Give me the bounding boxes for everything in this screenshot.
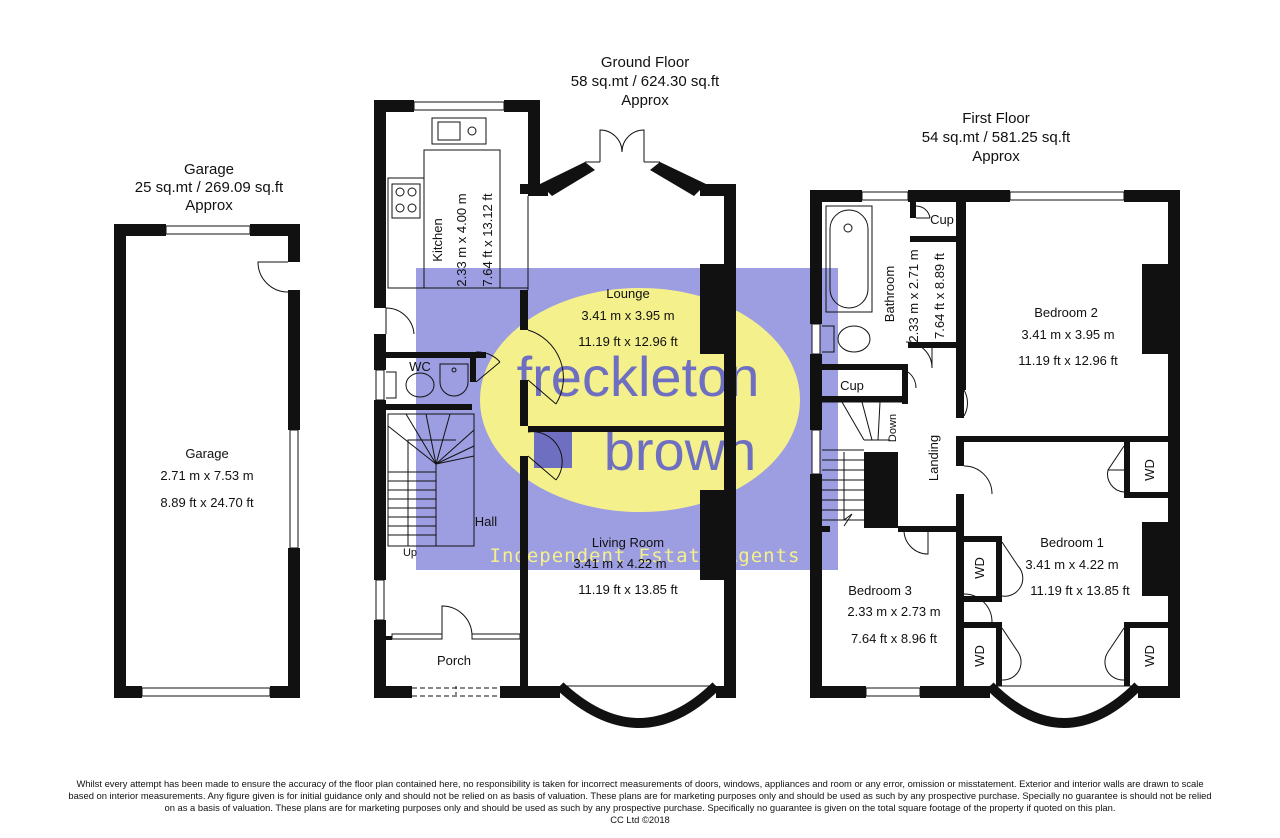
wc-label: WC [409, 359, 431, 374]
disclaimer-line: on as a basis of valuation. These plans … [164, 802, 1116, 813]
kitchen-metric: 2.33 m x 4.00 m [454, 193, 469, 286]
first-floor-header-title: First Floor [962, 110, 1030, 127]
stairs-up-label: Up [403, 547, 417, 559]
disclaimer: Whilst every attempt has been made to en… [8, 778, 1272, 826]
hall-label: Hall [475, 514, 498, 529]
watermark: freckleton brown Independent Estate Agen… [416, 268, 838, 570]
bedroom3-imperial: 7.64 ft x 8.96 ft [851, 631, 937, 646]
garage-plan: Garage 25 sq.mt / 269.09 sq.ft Approx Ga… [114, 161, 300, 698]
cup-label-landing: Cup [840, 378, 864, 393]
porch-label: Porch [437, 653, 471, 668]
first-floor-header-approx: Approx [972, 148, 1020, 165]
watermark-logo-square [534, 430, 572, 468]
ground-floor-stairs [387, 413, 475, 546]
ground-floor-plan: Ground Floor 58 sq.mt / 624.30 sq.ft App… [374, 54, 736, 728]
stairs-down-label: Down [887, 414, 899, 442]
garage-room-imperial: 8.89 ft x 24.70 ft [160, 495, 254, 510]
kitchen-imperial: 7.64 ft x 13.12 ft [480, 193, 495, 287]
lounge-metric: 3.41 m x 3.95 m [581, 308, 674, 323]
first-floor-stairs [822, 401, 902, 527]
wardrobe-label-1: WD [1142, 459, 1157, 481]
landing-label: Landing [926, 435, 941, 481]
bathroom-metric: 2.33 m x 2.71 m [906, 249, 921, 342]
living-room-metric: 3.41 m x 4.22 m [573, 556, 666, 571]
living-room-imperial: 11.19 ft x 13.85 ft [578, 582, 678, 597]
cup-label-top: Cup [930, 212, 954, 227]
wardrobe-label-2: WD [972, 557, 987, 579]
disclaimer-copyright: CC Ltd ©2018 [610, 814, 670, 825]
garage-room-metric: 2.71 m x 7.53 m [160, 468, 253, 483]
ground-floor-header-title: Ground Floor [601, 54, 689, 71]
lounge-imperial: 11.19 ft x 12.96 ft [578, 334, 678, 349]
wardrobe-label-4: WD [1142, 645, 1157, 667]
garage-room-name: Garage [185, 446, 228, 461]
kitchen-name: Kitchen [430, 218, 445, 261]
bedroom1-imperial: 11.19 ft x 13.85 ft [1030, 583, 1130, 598]
bedroom3-metric: 2.33 m x 2.73 m [847, 604, 940, 619]
ground-floor-header-area: 58 sq.mt / 624.30 sq.ft [571, 73, 720, 90]
lounge-name: Lounge [606, 286, 649, 301]
bedroom2-imperial: 11.19 ft x 12.96 ft [1018, 353, 1118, 368]
disclaimer-line: Whilst every attempt has been made to en… [76, 778, 1204, 789]
first-floor-plan: First Floor 54 sq.mt / 581.25 sq.ft Appr… [810, 110, 1180, 728]
ground-floor-header-approx: Approx [621, 92, 669, 109]
watermark-line1: freckleton [517, 345, 760, 408]
disclaimer-line: based on interior measurements. Any figu… [68, 790, 1212, 801]
bedroom1-name: Bedroom 1 [1040, 535, 1104, 550]
living-room-name: Living Room [592, 535, 664, 550]
garage-header-area: 25 sq.mt / 269.09 sq.ft [135, 179, 284, 196]
bathroom-imperial: 7.64 ft x 8.89 ft [932, 253, 947, 339]
bedroom2-name: Bedroom 2 [1034, 305, 1098, 320]
garage-header-title: Garage [184, 161, 234, 178]
wardrobe-label-3: WD [972, 645, 987, 667]
bedroom2-metric: 3.41 m x 3.95 m [1021, 327, 1114, 342]
bedroom3-name: Bedroom 3 [848, 583, 912, 598]
garage-header-approx: Approx [185, 197, 233, 214]
bathroom-name: Bathroom [882, 266, 897, 322]
first-floor-header-area: 54 sq.mt / 581.25 sq.ft [922, 129, 1071, 146]
bedroom1-metric: 3.41 m x 4.22 m [1025, 557, 1118, 572]
